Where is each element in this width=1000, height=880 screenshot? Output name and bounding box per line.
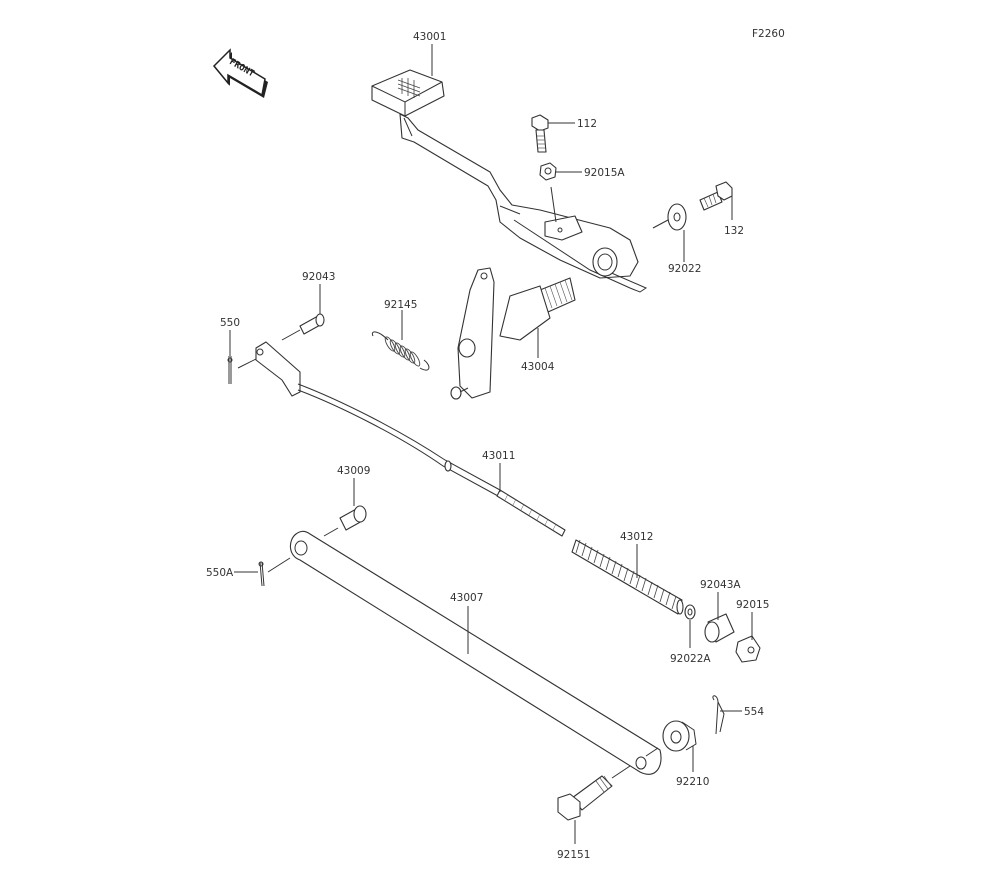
part-554-clip: [712, 695, 725, 735]
label-92210: 92210: [676, 776, 709, 788]
part-43009-pin: [339, 505, 367, 531]
front-arrow-icon: FRONT: [212, 48, 268, 98]
part-92022-washer: [667, 203, 687, 231]
label-132: 132: [724, 225, 744, 237]
label-92015: 92015: [736, 599, 769, 611]
label-550: 550: [220, 317, 240, 329]
figure-code: F2260: [752, 28, 785, 40]
part-550-cotter-pin: [227, 356, 233, 384]
part-112-bolt: [531, 114, 549, 153]
part-43012-spring: [571, 539, 684, 615]
label-43012: 43012: [620, 531, 653, 543]
part-92022A-washer: [684, 604, 696, 620]
label-112: 112: [577, 118, 597, 130]
part-43007-link: [289, 530, 662, 775]
label-92151: 92151: [557, 849, 590, 861]
part-43011-rod: [255, 341, 566, 537]
label-43001: 43001: [413, 31, 446, 43]
label-92043: 92043: [302, 271, 335, 283]
label-92145: 92145: [384, 299, 417, 311]
part-132-bolt: [699, 181, 733, 211]
part-92210-nut: [662, 720, 697, 752]
part-550A-cotter-pin: [258, 561, 265, 587]
label-92015A: 92015A: [584, 167, 625, 179]
label-92043A: 92043A: [700, 579, 741, 591]
part-92151-bolt: [557, 775, 613, 821]
part-92015-nut: [735, 635, 761, 663]
part-92015A-nut: [539, 162, 557, 181]
label-43004: 43004: [521, 361, 555, 373]
label-550A: 550A: [206, 567, 234, 579]
part-92043A-joint: [704, 613, 735, 643]
label-43009: 43009: [337, 465, 370, 477]
part-43004-shaft: [450, 267, 576, 400]
part-92043-pin: [299, 313, 325, 335]
part-43001-pedal: [371, 69, 648, 293]
label-554: 554: [744, 706, 764, 718]
label-43007: 43007: [450, 592, 483, 604]
label-92022: 92022: [668, 263, 701, 275]
label-43011: 43011: [482, 450, 515, 462]
label-92022A: 92022A: [670, 653, 711, 665]
part-92145-spring: [371, 331, 430, 371]
